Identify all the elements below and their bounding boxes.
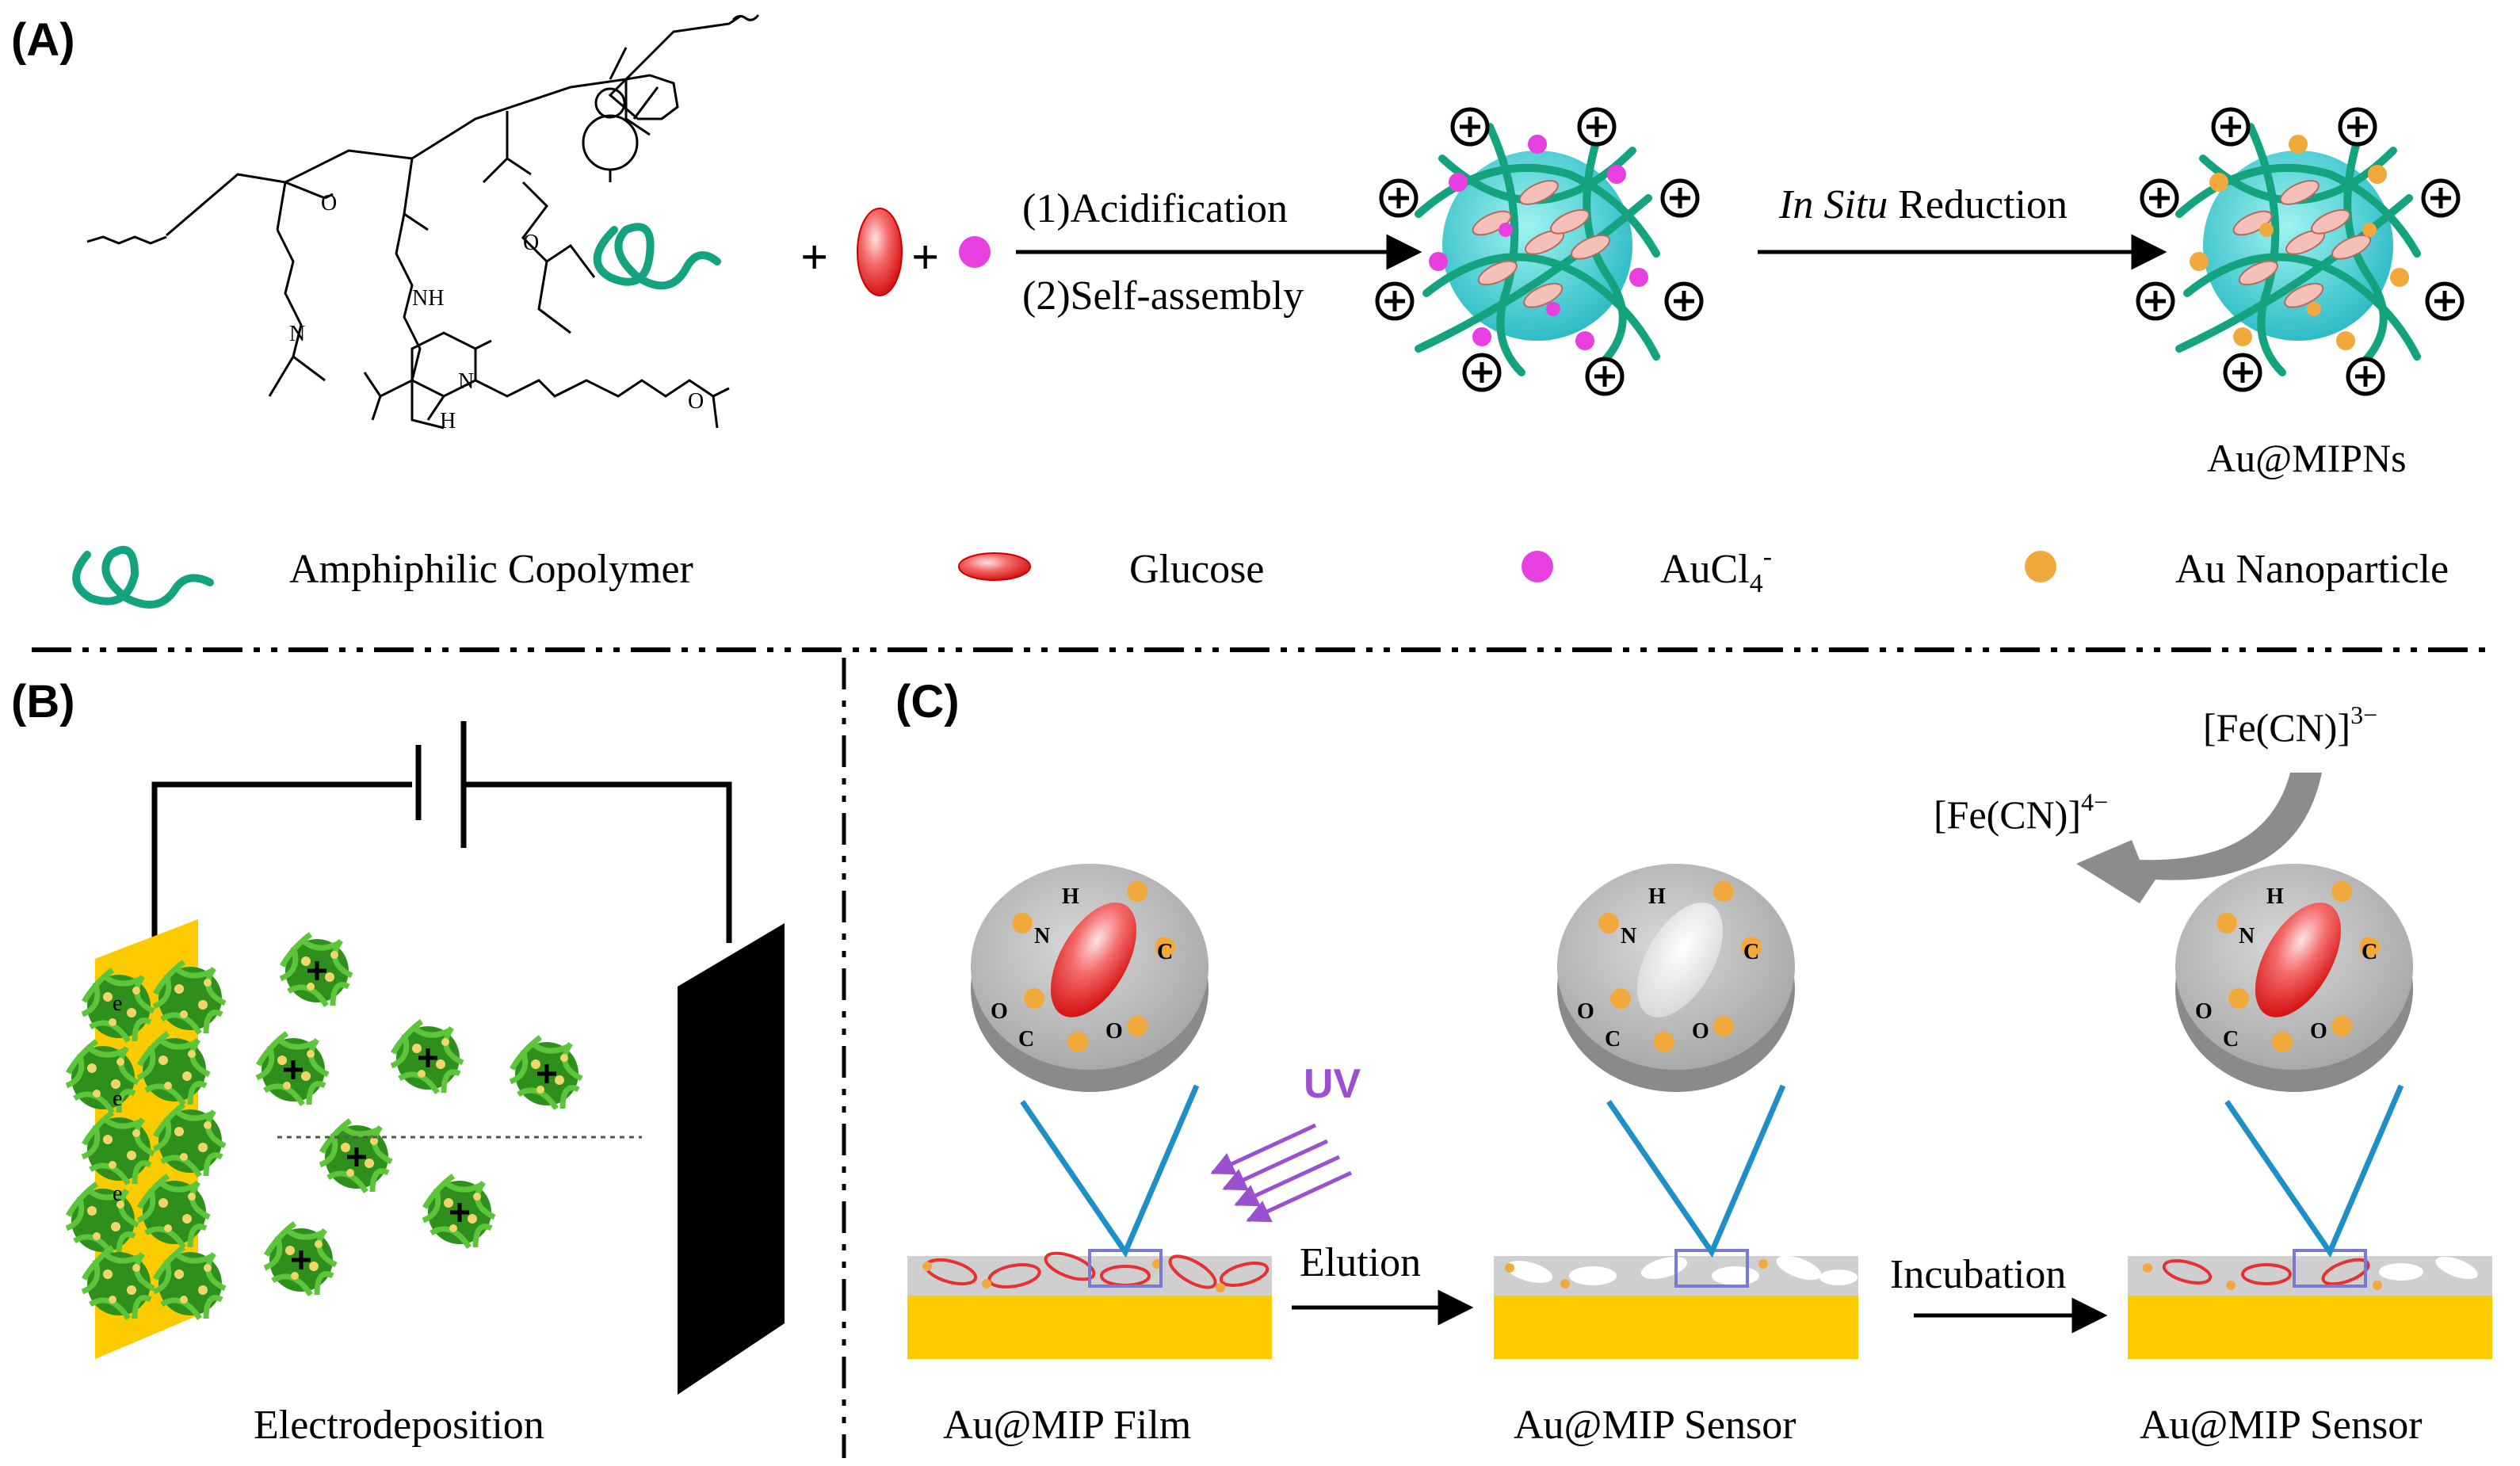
copolymer-icon bbox=[593, 223, 721, 290]
film-substrate-2 bbox=[1494, 1249, 1858, 1359]
svg-text:O: O bbox=[688, 389, 704, 414]
svg-text:H: H bbox=[2266, 884, 2284, 909]
svg-text:O: O bbox=[523, 231, 539, 255]
caption-sensor-2: Au@MIP Sensor bbox=[2140, 1403, 2423, 1448]
svg-text:O: O bbox=[321, 191, 337, 216]
aucl4-icon bbox=[959, 236, 991, 268]
legend-glucose-icon bbox=[958, 552, 1031, 581]
legend-aunp-label: Au Nanoparticle bbox=[2175, 547, 2449, 592]
svg-text:C: C bbox=[1743, 940, 1759, 964]
panel-c-label: (C) bbox=[895, 676, 960, 727]
legend-aucl4-icon bbox=[1522, 551, 1553, 582]
svg-text:H: H bbox=[1648, 884, 1666, 909]
electron-labels: e e e bbox=[113, 991, 122, 1206]
svg-text:N: N bbox=[2239, 924, 2255, 949]
legend-glucose-label: Glucose bbox=[1129, 547, 1264, 592]
nanoparticle-plus-marks bbox=[284, 961, 556, 1269]
svg-text:C: C bbox=[1605, 1027, 1621, 1052]
svg-text:N: N bbox=[289, 322, 305, 346]
film-substrate-3 bbox=[2128, 1249, 2492, 1359]
copolymer-structure bbox=[86, 14, 760, 429]
incubation-label: Incubation bbox=[1890, 1252, 2066, 1297]
svg-text:N: N bbox=[458, 369, 474, 394]
plus-sign: + bbox=[800, 231, 828, 284]
panel-a-label: (A) bbox=[11, 14, 75, 66]
svg-text:H: H bbox=[1062, 884, 1079, 909]
cavity-disk-3 bbox=[2175, 864, 2413, 1092]
legend-aunp-icon bbox=[2025, 551, 2056, 582]
panel-b-caption: Electrodeposition bbox=[254, 1403, 544, 1448]
free-nanoparticles bbox=[257, 934, 582, 1295]
uv-arrows bbox=[1210, 1123, 1353, 1223]
ferrocyanide-label: [Fe(CN)]4− bbox=[1934, 788, 2108, 837]
panel-b-label: (B) bbox=[11, 676, 75, 727]
legend-copolymer-icon bbox=[72, 545, 214, 609]
svg-text:e: e bbox=[113, 1182, 122, 1206]
elution-label: Elution bbox=[1300, 1240, 1421, 1285]
legend: Amphiphilic Copolymer Glucose AuCl4- Au … bbox=[72, 542, 2449, 609]
glucose-icon bbox=[857, 208, 903, 296]
svg-text:C: C bbox=[2223, 1027, 2239, 1052]
linker-lines bbox=[1020, 1084, 2404, 1258]
cavity-atom-labels: H N O C O C H N O C O C H N O C O C bbox=[991, 884, 2377, 1052]
svg-text:N: N bbox=[1034, 924, 1050, 949]
svg-text:O: O bbox=[1577, 999, 1594, 1024]
svg-text:N: N bbox=[1621, 924, 1636, 949]
product-label: Au@MIPNs bbox=[2207, 436, 2407, 480]
svg-text:H: H bbox=[440, 409, 456, 433]
svg-text:O: O bbox=[2195, 999, 2213, 1024]
step-acidification: (1)Acidification bbox=[1022, 186, 1288, 231]
electrochemical-circuit bbox=[151, 721, 732, 943]
chem-atom-labels: O N NH H N O O bbox=[289, 191, 704, 433]
svg-text:e: e bbox=[113, 991, 122, 1016]
legend-aucl4-label: AuCl4- bbox=[1660, 542, 1772, 598]
step-reduction: In Situ Reduction bbox=[1778, 182, 2068, 227]
redox-arrow bbox=[2076, 773, 2322, 903]
cavity-disk-2 bbox=[1557, 864, 1795, 1092]
svg-text:C: C bbox=[1157, 940, 1173, 964]
svg-text:NH: NH bbox=[412, 286, 444, 311]
caption-sensor-1: Au@MIP Sensor bbox=[1514, 1403, 1796, 1448]
film-substrate-1 bbox=[907, 1249, 1272, 1359]
svg-text:O: O bbox=[1692, 1019, 1709, 1044]
legend-copolymer-label: Amphiphilic Copolymer bbox=[289, 547, 693, 592]
uv-label: UV bbox=[1304, 1061, 1361, 1107]
micelle-aucl4 bbox=[1377, 109, 1701, 394]
cavity-disk-1 bbox=[971, 864, 1208, 1092]
svg-text:O: O bbox=[2310, 1019, 2327, 1044]
svg-text:C: C bbox=[2362, 940, 2377, 964]
svg-text:C: C bbox=[1018, 1027, 1034, 1052]
counter-electrode bbox=[678, 923, 785, 1395]
ferricyanide-label: [Fe(CN)]3− bbox=[2203, 701, 2377, 750]
step-self-assembly: (2)Self-assembly bbox=[1022, 273, 1304, 319]
svg-text:e: e bbox=[113, 1086, 122, 1111]
caption-film: Au@MIP Film bbox=[943, 1403, 1191, 1448]
svg-text:O: O bbox=[991, 999, 1008, 1024]
svg-text:O: O bbox=[1105, 1019, 1123, 1044]
micelle-aunp bbox=[2138, 109, 2462, 394]
plus-sign: + bbox=[911, 231, 939, 284]
